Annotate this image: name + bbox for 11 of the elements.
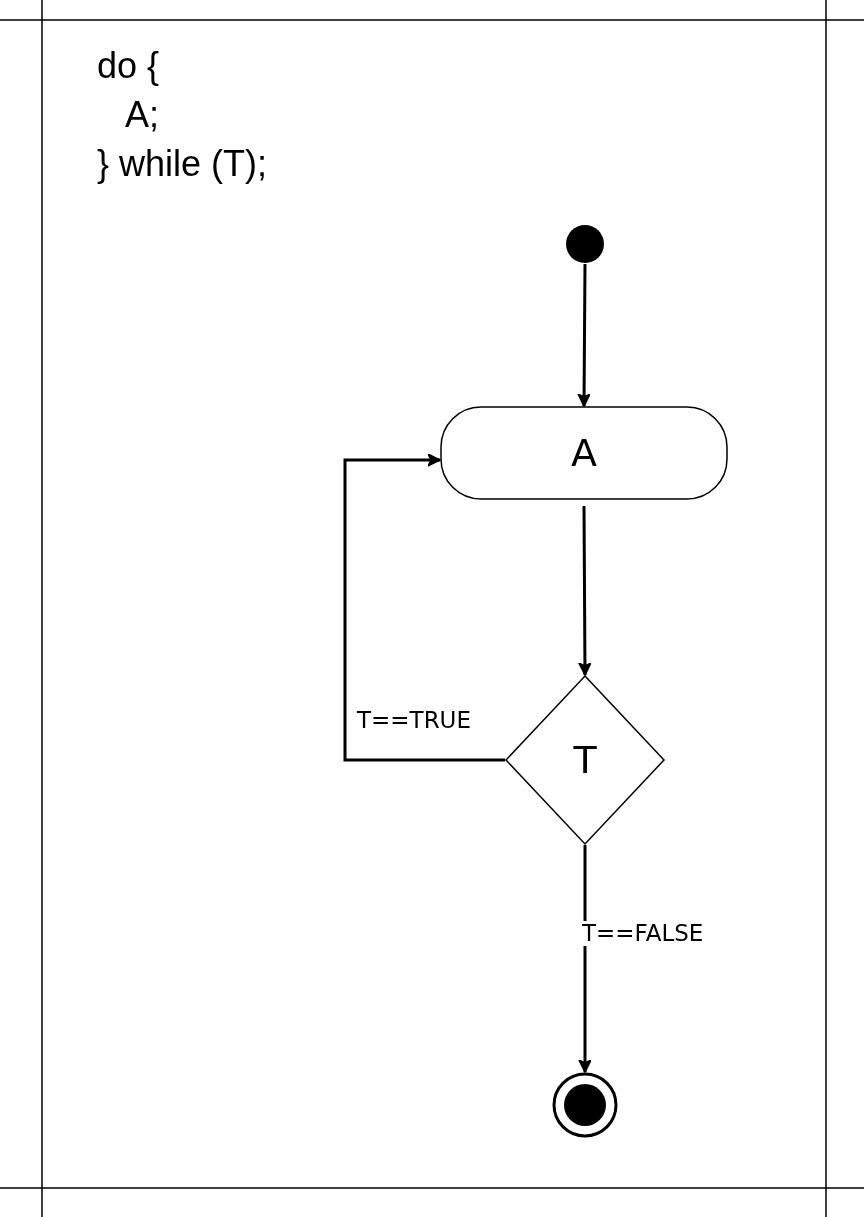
code-line: A; [125, 97, 159, 133]
code-line: do { [97, 48, 160, 84]
code-line: } while (T); [97, 146, 268, 182]
arrow [578, 845, 592, 1073]
action-box: A [440, 406, 728, 500]
arrow [577, 264, 591, 407]
end-node [552, 1072, 618, 1138]
decision-diamond: T [505, 675, 665, 845]
arrow [343, 453, 505, 762]
start-node [565, 224, 605, 264]
arrow [578, 506, 592, 676]
